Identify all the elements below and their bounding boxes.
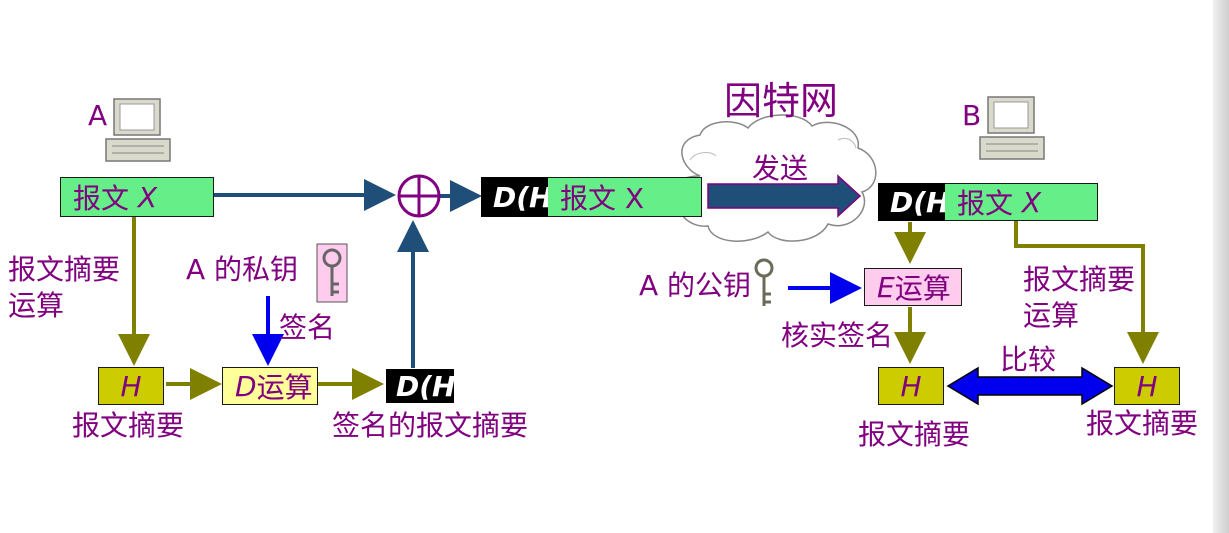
packet-signed-box: D(H) — [481, 177, 549, 217]
receiver-right-digest-box: H — [1114, 367, 1180, 405]
host-b-label: B — [962, 99, 982, 132]
private-key-label: A 的私钥 — [186, 253, 299, 286]
sender-digest-op-line2: 运算 — [8, 289, 65, 322]
sign-label: 签名 — [279, 311, 336, 344]
sender-digest-box: H — [98, 367, 164, 405]
signed-digest-text: D(H — [396, 369, 454, 403]
private-key-icon — [316, 243, 348, 303]
receiver-signed-text: D(H) — [890, 185, 946, 219]
d-operation-box: D 运算 — [222, 367, 318, 405]
right-edge-shadow — [1213, 0, 1229, 533]
receiver-right-digest-caption: 报文摘要 — [1086, 407, 1199, 440]
receiver-message-var: X — [1021, 185, 1042, 219]
xor-icon — [397, 174, 441, 218]
computer-a-icon — [105, 98, 171, 162]
public-key-label: A 的公钥 — [639, 269, 752, 302]
internet-label: 因特网 — [724, 79, 839, 123]
compare-label: 比较 — [1000, 343, 1057, 376]
send-arrow — [707, 174, 862, 218]
signed-digest-caption: 签名的报文摘要 — [332, 409, 529, 442]
d-op-var: D — [235, 369, 257, 403]
signed-digest-box: D(H — [386, 369, 454, 403]
sender-digest-var: H — [120, 369, 142, 403]
verify-label: 核实签名 — [781, 319, 894, 352]
host-a-label: A — [88, 99, 108, 132]
sender-message-var: X — [137, 180, 158, 214]
d-op-suffix: 运算 — [256, 371, 313, 404]
packet-signed-text: D(H) — [493, 180, 549, 214]
receiver-message-box: 报文 X — [945, 183, 1098, 221]
compare-arrow — [946, 366, 1114, 406]
packet-message-text: 报文 X — [560, 182, 645, 215]
arrow-receiver-digest-op — [1014, 221, 1159, 364]
receiver-message-prefix: 报文 — [957, 187, 1014, 220]
receiver-left-digest-var: H — [900, 369, 922, 403]
e-op-var: E — [877, 270, 895, 304]
send-label: 发送 — [752, 152, 809, 185]
receiver-right-digest-var: H — [1136, 369, 1158, 403]
sender-digest-caption: 报文摘要 — [72, 409, 185, 442]
sender-message-box: 报文 X — [60, 177, 214, 217]
computer-b-icon — [979, 96, 1045, 160]
public-key-icon — [754, 258, 774, 306]
sender-message-prefix: 报文 — [73, 182, 130, 215]
receiver-left-digest-caption: 报文摘要 — [858, 418, 971, 451]
receiver-digest-op-line2: 运算 — [1023, 299, 1080, 332]
receiver-signed-box: D(H) — [878, 183, 946, 221]
cloud-icon — [673, 114, 877, 242]
e-operation-box: E 运算 — [864, 268, 962, 306]
receiver-digest-op-line1: 报文摘要 — [1023, 263, 1136, 296]
packet-message-box: 报文 X — [548, 177, 702, 217]
sender-digest-op-line1: 报文摘要 — [8, 253, 121, 286]
e-op-suffix: 运算 — [894, 272, 951, 305]
receiver-left-digest-box: H — [878, 367, 944, 405]
